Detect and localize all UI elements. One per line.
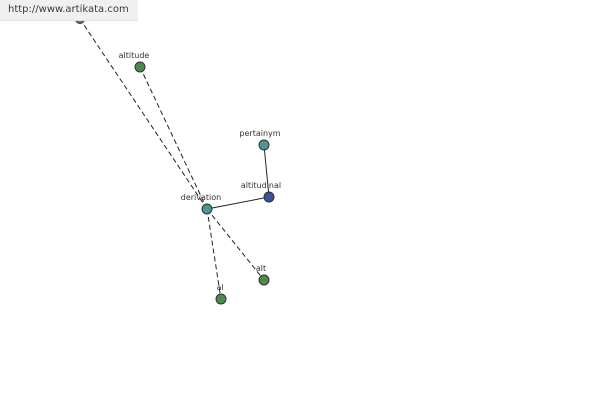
node-dot[interactable]	[263, 191, 275, 203]
node-dot[interactable]	[134, 61, 146, 73]
node-alt[interactable]: alt	[256, 264, 270, 286]
node-label: alt	[256, 264, 266, 273]
edge-derivation-alt	[206, 208, 265, 281]
node-label: altitude	[119, 51, 150, 60]
edge-derivation-al	[206, 208, 222, 300]
url-text[interactable]: http://www.artikata.com	[8, 4, 129, 15]
edge-derivation-altitudinal	[206, 196, 270, 210]
node-derivation[interactable]: derivation	[181, 193, 221, 215]
edge-pertainym-altitudinal	[263, 144, 270, 198]
node-altitudinal[interactable]: altitudinal	[241, 181, 281, 203]
node-altitude[interactable]: altitude	[119, 51, 150, 73]
node-label: pertainym	[239, 129, 280, 138]
node-label: al	[216, 283, 223, 292]
node-label: derivation	[181, 193, 221, 202]
node-dot[interactable]	[258, 139, 270, 151]
edge-derivation-top-offscreen	[79, 18, 208, 210]
url-banner: http://www.artikata.com	[0, 0, 138, 21]
node-al[interactable]: al	[215, 283, 227, 305]
node-pertainym[interactable]: pertainym	[239, 129, 281, 151]
node-label: altitudinal	[241, 181, 281, 190]
node-dot[interactable]	[258, 274, 270, 286]
node-dot[interactable]	[201, 203, 213, 215]
edges-layer	[79, 18, 270, 300]
edge-derivation-altitude	[139, 66, 208, 210]
node-dot[interactable]	[215, 293, 227, 305]
nodes-layer: altitude pertainym altitudinal derivation al…	[75, 14, 281, 305]
